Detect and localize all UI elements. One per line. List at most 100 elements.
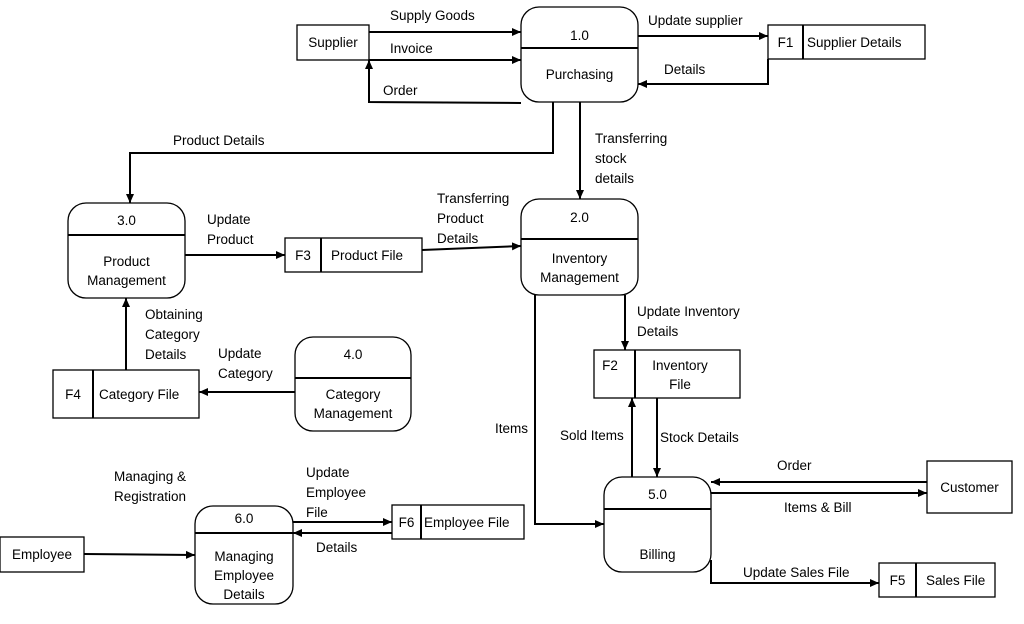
flow-label-stock-details: Stock Details [660, 430, 739, 445]
store-f1-supplier-details[interactable]: F1 Supplier Details [767, 24, 926, 60]
flow-items-arrow [534, 295, 604, 528]
flow-label-product-details: Product Details [173, 133, 265, 148]
process-5-billing[interactable]: 5.0 Billing [603, 476, 712, 573]
text-line: Update Sales File [743, 565, 850, 580]
process-5-name: Billing [639, 547, 675, 562]
text-line: Update [218, 346, 262, 361]
flow-label-details-supplier: Details [664, 62, 706, 77]
text-line: Update [306, 465, 350, 480]
store-f1-name: Supplier Details [807, 35, 902, 50]
process-3-number: 3.0 [117, 213, 136, 228]
flow-label-update-supplier: Update supplier [648, 13, 743, 28]
process-5-number: 5.0 [648, 487, 667, 502]
text-line: Transferring [437, 191, 509, 206]
text-line: Employee File [424, 515, 510, 530]
flow-details-supplier-arrow [638, 59, 769, 88]
flow-label-supply-goods: Supply Goods [390, 8, 475, 23]
store-f5-name: Sales File [926, 573, 985, 588]
flow-label-items: Items [495, 421, 528, 436]
entity-supplier[interactable]: Supplier [296, 24, 370, 61]
text-line: details [595, 171, 634, 186]
text-line: Management [314, 406, 393, 421]
entity-supplier-label: Supplier [308, 35, 358, 50]
text-line: Details [637, 324, 679, 339]
flow-update-sales-arrow [710, 560, 879, 587]
text-line: Details [664, 62, 706, 77]
text-line: Stock Details [660, 430, 739, 445]
flow-label-order-customer: Order [777, 458, 812, 473]
text-line: Employee [306, 485, 366, 500]
text-line: Category [326, 387, 381, 402]
text-line: Management [87, 273, 166, 288]
flow-employee-registration-arrow [83, 550, 196, 559]
store-f4-category-file[interactable]: F4 Category File [52, 369, 200, 419]
process-1-number: 1.0 [570, 28, 589, 43]
entity-employee[interactable]: Employee [0, 536, 85, 573]
text-line: File [306, 505, 328, 520]
process-1-name: Purchasing [546, 67, 614, 82]
text-line: Details [437, 231, 479, 246]
store-f6-id: F6 [399, 515, 415, 530]
text-line: Supplier Details [807, 35, 902, 50]
store-f5-sales-file[interactable]: F5 Sales File [878, 562, 996, 598]
store-f3-product-file[interactable]: F3 Product File [284, 237, 423, 273]
flow-label-order-supplier: Order [383, 83, 418, 98]
flow-label-transferring-stock: Transferring stock details [595, 131, 667, 186]
store-f4-id: F4 [65, 387, 81, 402]
flow-transferring-product-arrow [421, 242, 522, 251]
flow-label-managing-registration: Managing & Registration [114, 469, 186, 504]
flow-order-supplier-arrow [365, 60, 522, 104]
flow-label-invoice: Invoice [390, 41, 433, 56]
store-f4-name: Category File [99, 387, 179, 402]
flow-label-items-bill: Items & Bill [784, 500, 852, 515]
process-2-number: 2.0 [570, 210, 589, 225]
store-f2-id: F2 [602, 358, 618, 373]
text-line: Managing [214, 549, 273, 564]
text-line: stock [595, 151, 627, 166]
entity-customer[interactable]: Customer [926, 460, 1013, 514]
text-line: Details [316, 540, 358, 555]
text-line: Product [207, 232, 254, 247]
text-line: Invoice [390, 41, 433, 56]
text-line: Managing & [114, 469, 186, 484]
text-line: Details [223, 587, 265, 602]
text-line: Update [207, 212, 251, 227]
text-line: Product [103, 254, 150, 269]
text-line: Update supplier [648, 13, 743, 28]
text-line: Items [495, 421, 528, 436]
text-line: Order [777, 458, 812, 473]
text-line: File [669, 377, 691, 392]
store-f3-id: F3 [295, 248, 311, 263]
text-line: Details [145, 347, 187, 362]
store-f6-name: Employee File [424, 515, 510, 530]
store-f6-employee-file[interactable]: F6 Employee File [391, 504, 525, 540]
process-4-number: 4.0 [344, 347, 363, 362]
flow-label-details-employee: Details [316, 540, 358, 555]
text-line: Product Details [173, 133, 265, 148]
text-line: Transferring [595, 131, 667, 146]
text-line: Inventory [652, 358, 708, 373]
entity-employee-label: Employee [12, 547, 72, 562]
text-line: Management [540, 270, 619, 285]
store-f5-id: F5 [890, 573, 906, 588]
text-line: Registration [114, 489, 186, 504]
process-1-purchasing[interactable]: 1.0 Purchasing [520, 6, 639, 103]
text-line: Update Inventory [637, 304, 740, 319]
text-line: Product [437, 211, 484, 226]
text-line: Employee [214, 568, 274, 583]
text-line: Items & Bill [784, 500, 852, 515]
